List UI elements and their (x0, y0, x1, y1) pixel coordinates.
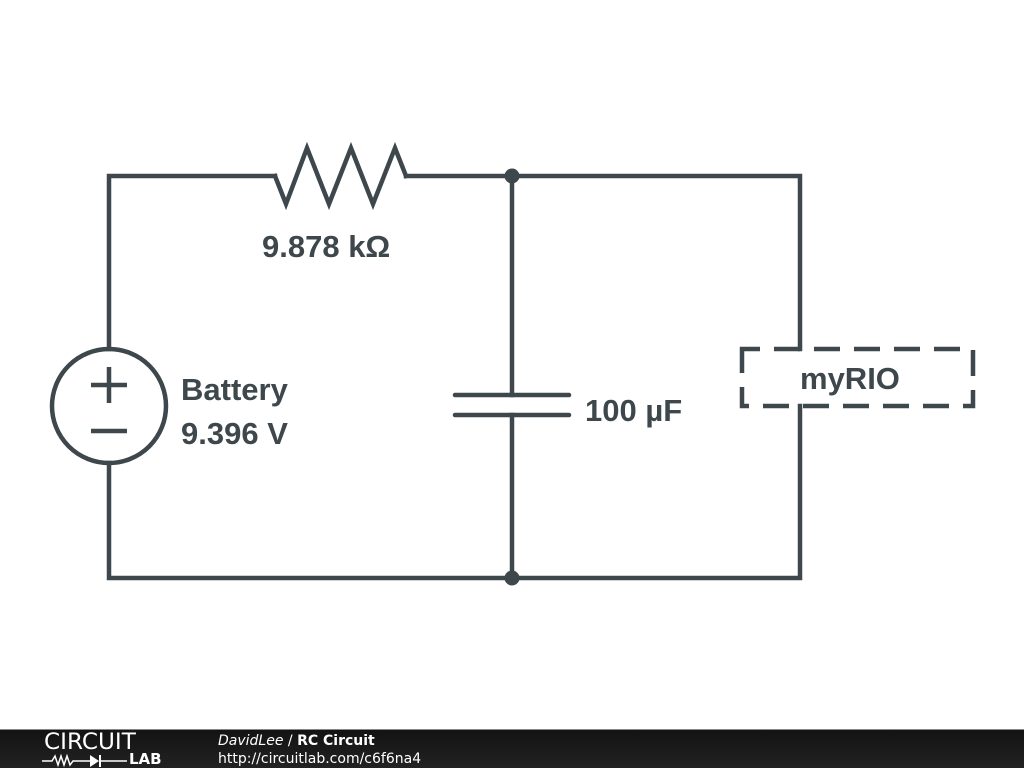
resistor-diode-logo-icon (42, 753, 127, 768)
logo-text-circuit: CIRCUIT (44, 730, 136, 755)
capacitor-label: 100 µF (585, 393, 682, 428)
wire-right-bottom (106, 403, 803, 581)
circuit-meta: DavidLee / RC Circuit http://circuitlab.… (218, 732, 421, 768)
logo-text-lab: LAB (129, 750, 162, 768)
circuit-url[interactable]: http://circuitlab.com/c6f6na4 (218, 751, 422, 767)
author-title-line: DavidLee / RC Circuit (218, 732, 421, 750)
battery-circle (49, 346, 169, 466)
resistor-symbol[interactable] (272, 141, 409, 211)
circuit-title[interactable]: RC Circuit (297, 733, 375, 749)
circuit-schematic: 9.878 kΩ Battery 9.396 V 100 µF myRIO (49, 141, 976, 586)
junction-dot-top (504, 168, 520, 184)
wire-top-right (403, 173, 803, 352)
author-link[interactable]: DavidLee (218, 733, 284, 749)
resistor-label: 9.878 kΩ (262, 229, 390, 264)
myrio-subsystem-box[interactable] (739, 346, 976, 409)
battery-voltage-label: 9.396 V (181, 416, 288, 451)
separator: / (283, 733, 298, 749)
footer-bar: CIRCUIT LAB DavidLee / RC Circuit http:/… (0, 729, 1024, 768)
battery-name-label: Battery (181, 372, 289, 407)
capacitor-symbol[interactable] (452, 392, 572, 418)
wire-left-top (106, 173, 278, 352)
junction-dot-bottom (504, 570, 520, 586)
circuitlab-logo[interactable]: CIRCUIT LAB (42, 732, 177, 768)
battery-symbol[interactable] (49, 346, 169, 466)
myrio-label: myRIO (800, 361, 900, 396)
